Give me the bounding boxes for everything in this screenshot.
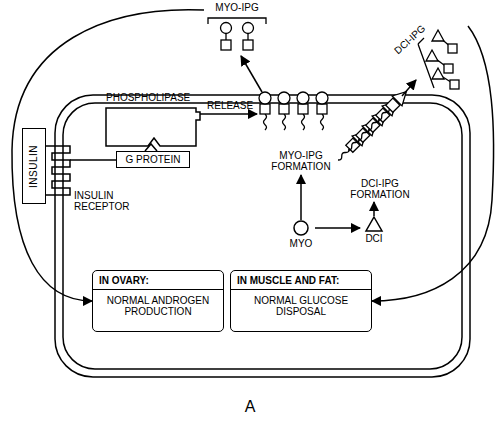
group-bracket	[418, 38, 434, 88]
glycan-square	[221, 40, 231, 50]
receptor-chain	[46, 146, 70, 195]
effect-box: IN MUSCLE AND FAT:NORMAL GLUCOSE DISPOSA…	[230, 270, 372, 332]
mediator-group: MYO-IPG	[204, 2, 270, 52]
mediator-group: DCI-IPG	[388, 8, 468, 90]
enzyme-shape: PHOSPHOLIPASE	[104, 92, 200, 150]
flow-arrow	[372, 26, 494, 301]
myo-ipg-anchor	[259, 92, 271, 130]
flow-arrow	[315, 227, 360, 229]
insulin-box: INSULIN	[22, 128, 46, 204]
release-arrow	[241, 56, 262, 92]
glycan-square	[450, 80, 459, 89]
myo-ipg-anchor	[278, 92, 290, 130]
panel-letter: A	[238, 398, 262, 416]
inositol-circle	[243, 23, 254, 34]
group-bracket	[208, 18, 266, 24]
node-label: PHOSPHOLIPASE	[106, 92, 190, 103]
box-body: NORMAL ANDROGEN PRODUCTION	[93, 290, 223, 317]
annotation-label: RELEASE	[207, 100, 257, 111]
protein-tab	[145, 144, 157, 151]
receptor-link	[70, 159, 116, 161]
effect-box: IN OVARY:NORMAL ANDROGEN PRODUCTION	[92, 270, 224, 332]
node-label: INSULIN	[28, 145, 39, 188]
myo-ipg-anchor	[297, 92, 309, 130]
annotation-label: DCI-IPG FORMATION	[340, 178, 420, 200]
glycan-square	[448, 44, 457, 53]
box-body: NORMAL GLUCOSE DISPOSAL	[231, 290, 371, 317]
molecule-circle: MYO	[287, 219, 315, 249]
release-arrow	[402, 80, 416, 96]
flow-arrow	[12, 10, 204, 301]
inositol-triangle	[432, 30, 444, 41]
myo-ipg-anchor	[316, 92, 328, 130]
node-label: G PROTEIN	[117, 154, 189, 165]
formation-arrow	[373, 202, 375, 216]
annotation-label: MYO-IPG FORMATION	[258, 150, 344, 172]
molecule-circle-outline	[294, 221, 308, 235]
annotation-label: INSULIN RECEPTOR	[74, 190, 136, 212]
inositol-circle	[221, 23, 232, 34]
molecule-triangle-outline	[366, 217, 382, 231]
node-label: DCI	[360, 233, 388, 244]
node-label: MYO	[287, 238, 315, 249]
molecule-triangle: DCI	[360, 212, 388, 246]
inositol-triangle	[426, 50, 438, 61]
shape-outline	[360, 212, 388, 232]
shape-outline	[104, 106, 200, 150]
inositol-triangle	[432, 68, 444, 79]
formation-arrow	[300, 175, 302, 220]
glycan-square	[444, 64, 453, 73]
shape-outline	[287, 219, 315, 237]
cell-membrane-outer	[55, 95, 470, 377]
enzyme-outline	[106, 108, 200, 146]
node-label: MYO-IPG	[204, 2, 270, 13]
cell-membrane-inner	[63, 103, 462, 369]
release-arrow	[200, 113, 257, 115]
box-heading: IN MUSCLE AND FAT:	[231, 271, 371, 290]
glycan-square	[243, 40, 253, 50]
box-heading: IN OVARY:	[93, 271, 223, 290]
protein-box: G PROTEIN	[116, 151, 190, 168]
shape-outline	[204, 14, 270, 52]
